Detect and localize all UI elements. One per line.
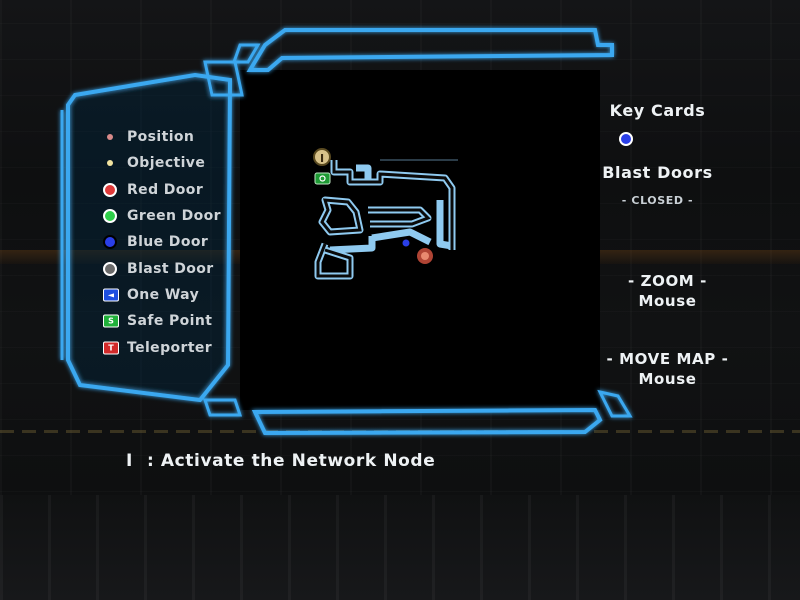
objective-dot-icon	[107, 160, 113, 167]
move-map-control: Mouse	[638, 370, 697, 388]
key-cards-title: Key Cards	[609, 101, 706, 120]
map-corridor-inner	[316, 160, 454, 278]
network-node-icon: I	[313, 148, 331, 166]
blast-doors-status: - CLOSED -	[621, 194, 694, 207]
legend-label: Objective	[127, 155, 206, 172]
legend-label: Blue Door	[127, 234, 209, 251]
legend-label: Blast Door	[127, 260, 214, 277]
teleporter-icon: T	[103, 341, 119, 355]
position-map-icon	[417, 248, 433, 264]
legend-label: Position	[127, 129, 195, 146]
legend-label: Red Door	[127, 181, 204, 198]
legend-label: Green Door	[127, 208, 221, 225]
red-door-icon	[103, 182, 117, 197]
svg-text:I: I	[320, 152, 324, 165]
blue-door-map-icon	[402, 239, 410, 247]
safe-point-icon: S	[103, 314, 119, 328]
safe-point-map-icon	[314, 172, 331, 185]
zoom-title: - ZOOM -	[627, 272, 707, 290]
blue-key-card-icon	[619, 132, 633, 146]
legend-label: One Way	[127, 286, 200, 303]
background-lower-machinery	[0, 495, 800, 600]
blast-doors-title: Blast Doors	[602, 163, 713, 182]
blast-door-icon	[103, 261, 117, 276]
top-frame-bar	[231, 28, 614, 72]
hint-text: : Activate the Network Node	[146, 451, 436, 471]
bottom-frame-bar	[251, 389, 633, 436]
move-map-title: - MOVE MAP -	[606, 350, 729, 368]
legend-label: Teleporter	[127, 339, 213, 356]
hint-key: I	[126, 451, 133, 471]
position-dot-icon	[107, 134, 113, 141]
legend-label: Safe Point	[127, 313, 213, 330]
blue-door-icon	[103, 235, 117, 250]
zoom-control: Mouse	[638, 292, 697, 310]
objective-hint: I : Activate the Network Node	[126, 451, 435, 471]
one-way-icon: ◄	[103, 288, 119, 302]
green-door-icon	[103, 209, 117, 224]
